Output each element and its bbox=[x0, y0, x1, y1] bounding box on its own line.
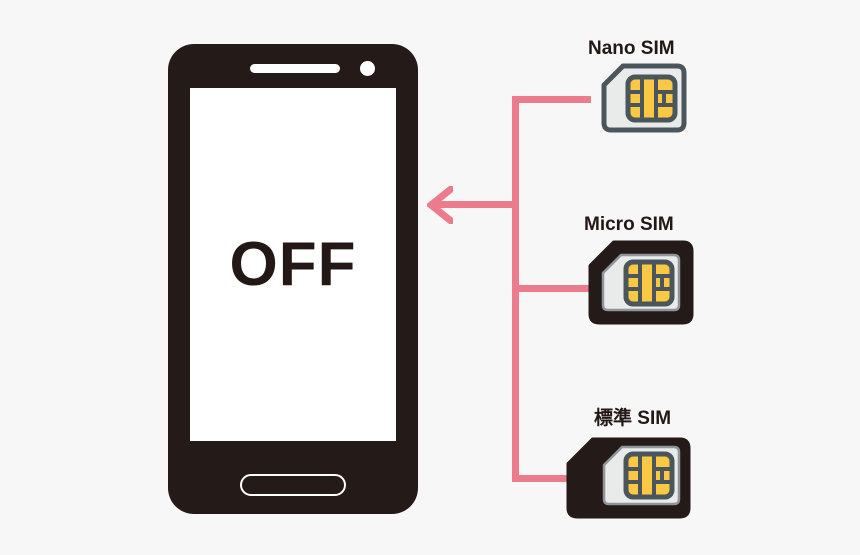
sim-label-standard: 標準 SIM bbox=[594, 408, 672, 429]
connector-arrow-shaft bbox=[435, 201, 519, 208]
connector-branch-nano bbox=[512, 96, 591, 103]
standard-sim-card bbox=[566, 437, 691, 519]
earpiece-speaker-icon bbox=[250, 64, 340, 73]
micro-sim-card bbox=[588, 240, 694, 325]
sim-label-nano: Nano SIM bbox=[588, 38, 675, 59]
connector-branch-micro bbox=[512, 285, 591, 292]
screen-status-text: OFF bbox=[229, 230, 357, 299]
standard-sim-chip bbox=[623, 451, 675, 500]
home-button[interactable] bbox=[240, 474, 346, 496]
nano-sim-chip bbox=[625, 74, 678, 123]
connector-branch-standard bbox=[512, 475, 571, 482]
phone-screen: OFF bbox=[190, 88, 396, 441]
smartphone-device: OFF bbox=[168, 44, 418, 514]
arrow-left-icon bbox=[427, 186, 453, 224]
sim-label-micro: Micro SIM bbox=[584, 214, 674, 235]
micro-sim-chip-contacts bbox=[628, 264, 670, 302]
nano-sim-card bbox=[601, 63, 687, 133]
nano-sim-chip-contacts bbox=[630, 79, 673, 118]
standard-sim-chip-contacts bbox=[628, 456, 670, 495]
micro-sim-chip bbox=[623, 259, 675, 307]
front-camera-icon bbox=[360, 61, 375, 76]
